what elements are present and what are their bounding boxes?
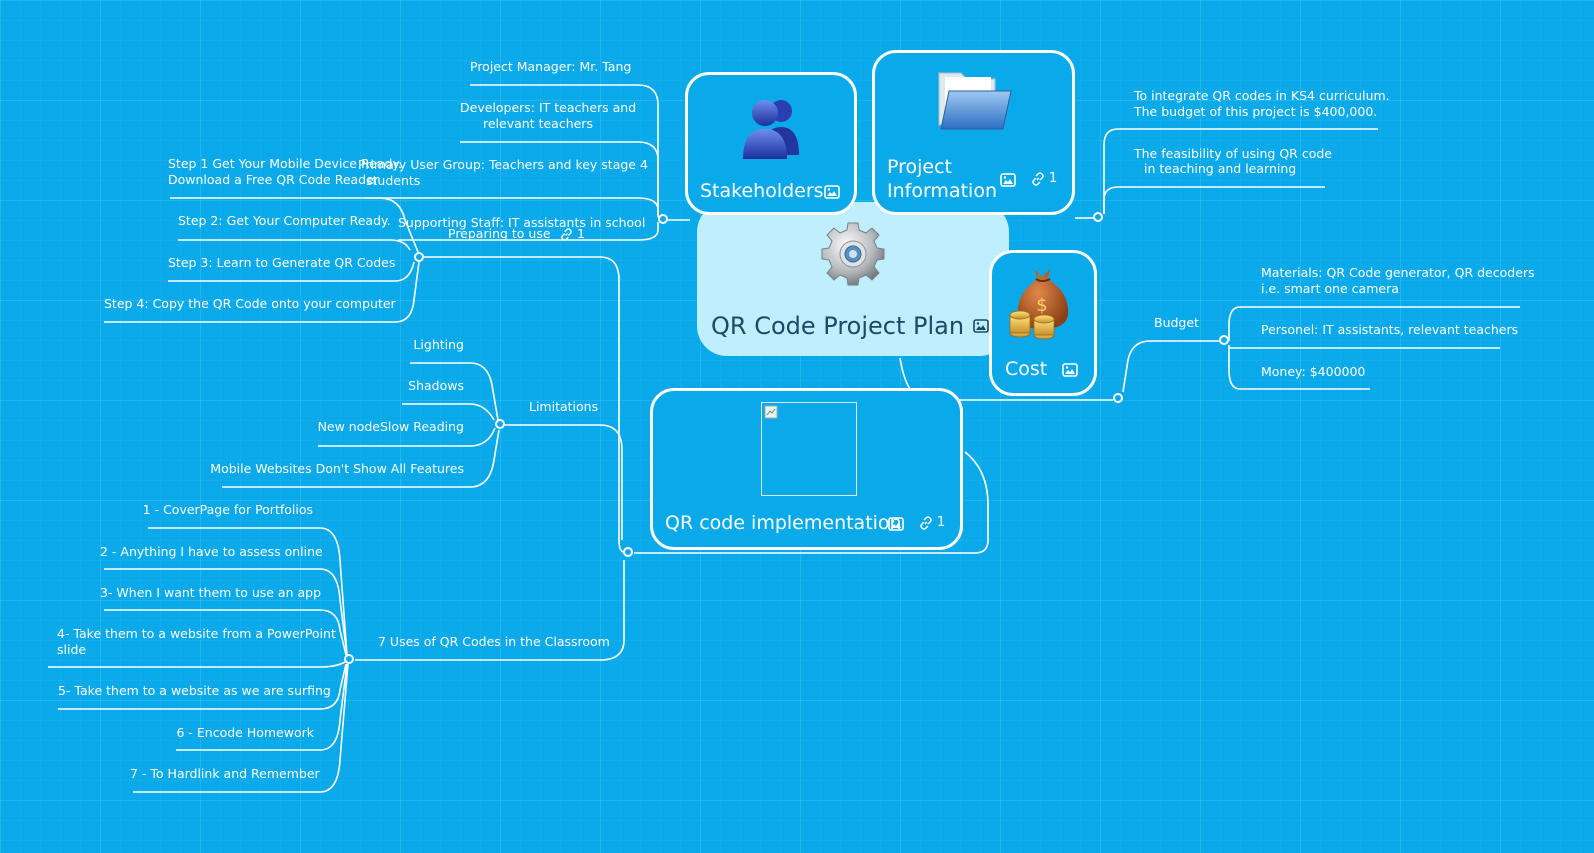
- use-item[interactable]: 2 - Anything I have to assess online: [100, 544, 323, 559]
- root-node[interactable]: QR Code Project Plan: [697, 202, 1009, 356]
- preparing-step[interactable]: Step 3: Learn to Generate QR Codes: [168, 255, 396, 270]
- preparing-step-line2[interactable]: Download a Free QR Code Reader: [168, 172, 379, 187]
- budget-item-line2[interactable]: i.e. smart one camera: [1261, 281, 1399, 296]
- use-item[interactable]: 7 - To Hardlink and Remember: [130, 766, 320, 781]
- image-icon[interactable]: [1000, 173, 1016, 187]
- stakeholder-item-line2[interactable]: relevant teachers: [483, 116, 593, 131]
- budget-label[interactable]: Budget: [1154, 315, 1199, 330]
- stakeholder-item[interactable]: Supporting Staff: IT assistants in schoo…: [398, 215, 646, 230]
- preparing-step[interactable]: Step 4: Copy the QR Code onto your compu…: [104, 296, 396, 311]
- link-count: 1: [937, 515, 946, 530]
- use-item-line2[interactable]: slide: [57, 642, 87, 657]
- project-info-item[interactable]: To integrate QR codes in KS4 curriculum.: [1134, 88, 1390, 103]
- limitation-item[interactable]: New nodeSlow Reading: [317, 419, 464, 434]
- money-bag-icon: $: [1009, 269, 1069, 340]
- qr-implementation-node[interactable]: QR code implementation 1: [650, 388, 963, 550]
- link-count: 1: [577, 226, 585, 241]
- project-information-node[interactable]: Project Information 1: [872, 50, 1075, 215]
- stakeholder-item[interactable]: Project Manager: Mr. Tang: [470, 59, 632, 74]
- folder-icon: [938, 72, 1012, 130]
- link-icon: [561, 227, 572, 241]
- budget-item[interactable]: Materials: QR Code generator, QR decoder…: [1261, 265, 1535, 280]
- preparing-step[interactable]: Step 2: Get Your Computer Ready.: [178, 213, 391, 228]
- connector-dot[interactable]: [344, 654, 354, 664]
- use-item[interactable]: 4- Take them to a website from a PowerPo…: [57, 626, 336, 641]
- stakeholders-title: Stakeholders: [700, 180, 824, 202]
- link-badge[interactable]: 1: [1031, 171, 1057, 186]
- image-icon[interactable]: [888, 517, 904, 531]
- link-icon: [1032, 171, 1044, 186]
- svg-text:$: $: [1036, 295, 1047, 316]
- limitation-item[interactable]: Shadows: [408, 378, 464, 393]
- limitation-item[interactable]: Lighting: [413, 337, 464, 352]
- project-info-item-line2[interactable]: The budget of this project is $400,000.: [1134, 104, 1378, 119]
- limitation-item[interactable]: Mobile Websites Don't Show All Features: [210, 461, 464, 476]
- connector-dot[interactable]: [623, 547, 633, 557]
- connector-dot[interactable]: [1093, 212, 1103, 222]
- connector-dot[interactable]: [414, 252, 424, 262]
- connector-dot[interactable]: [495, 419, 505, 429]
- link-badge[interactable]: 1: [560, 226, 585, 242]
- use-item[interactable]: 5- Take them to a website as we are surf…: [58, 683, 331, 698]
- budget-item[interactable]: Money: $400000: [1261, 364, 1366, 379]
- stakeholder-item[interactable]: Developers: IT teachers and: [460, 100, 637, 115]
- stakeholders-node[interactable]: Stakeholders: [685, 72, 857, 215]
- project-information-title-line2: Information: [887, 180, 997, 202]
- link-count: 1: [1049, 171, 1058, 186]
- use-item[interactable]: 6 - Encode Homework: [176, 725, 314, 740]
- broken-image-icon: [761, 402, 857, 496]
- cost-title: Cost: [1005, 358, 1048, 380]
- connector-dot[interactable]: [1219, 335, 1229, 345]
- project-information-title-line1: Project: [887, 156, 953, 178]
- project-info-item[interactable]: The feasibility of using QR code: [1134, 146, 1332, 161]
- gear-icon: [821, 222, 885, 286]
- qr-implementation-title: QR code implementation: [665, 512, 902, 534]
- preparing-label[interactable]: Preparing to use: [448, 226, 551, 241]
- people-icon: [743, 100, 799, 159]
- stakeholder-item[interactable]: Primary User Group: Teachers and key sta…: [358, 157, 648, 172]
- use-item[interactable]: 1 - CoverPage for Portfolios: [142, 502, 313, 517]
- image-icon[interactable]: [1062, 363, 1078, 377]
- connector-dot[interactable]: [1113, 393, 1123, 403]
- image-icon[interactable]: [973, 319, 989, 333]
- limitations-label[interactable]: Limitations: [529, 399, 599, 414]
- image-icon[interactable]: [824, 185, 840, 199]
- project-info-item-line2[interactable]: in teaching and learning: [1144, 161, 1297, 176]
- budget-item[interactable]: Personel: IT assistants, relevant teache…: [1261, 322, 1519, 337]
- connector-dot[interactable]: [658, 214, 668, 224]
- cost-node[interactable]: $ Cost: [989, 250, 1097, 396]
- root-title: QR Code Project Plan: [711, 312, 965, 340]
- link-icon: [920, 515, 932, 530]
- link-badge[interactable]: 1: [919, 515, 945, 530]
- preparing-step[interactable]: Step 1 Get Your Mobile Device Ready.: [168, 156, 402, 171]
- stakeholder-item-line2[interactable]: students: [366, 173, 421, 188]
- use-item[interactable]: 3- When I want them to use an app: [100, 585, 322, 600]
- uses-label[interactable]: 7 Uses of QR Codes in the Classroom: [378, 634, 610, 649]
